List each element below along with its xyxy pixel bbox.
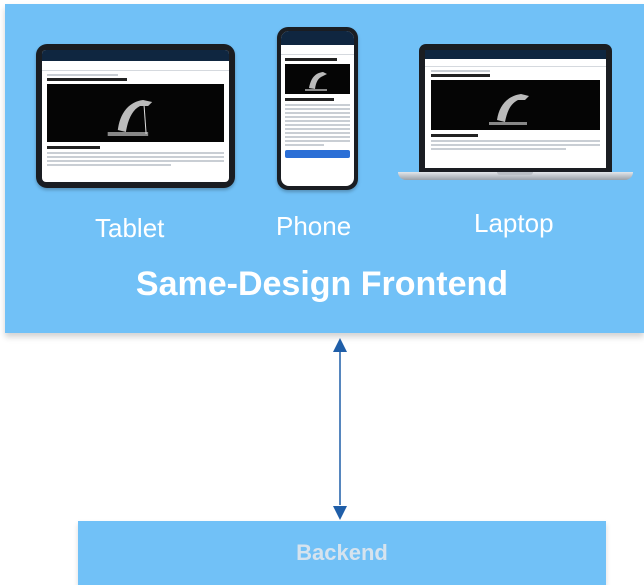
phone-label: Phone (276, 211, 352, 241)
laptop-notch (497, 172, 533, 175)
laptop-screen (425, 50, 606, 168)
phone-cta-button (285, 150, 350, 158)
phone-hero-image (285, 64, 350, 94)
tablet-screen (42, 50, 229, 182)
laptop-label: Laptop (474, 208, 554, 238)
backend-label: Backend (296, 540, 388, 565)
arrowhead-up (333, 338, 347, 352)
frontend-title: Same-Design Frontend (135, 265, 509, 303)
laptop-base (398, 172, 633, 180)
phone-device (277, 27, 358, 190)
tablet-label: Tablet (95, 213, 165, 243)
laptop-device (419, 44, 612, 172)
laptop-hero-image (431, 80, 600, 130)
phone-screen (281, 31, 354, 186)
backend-box: Backend (78, 521, 606, 585)
tablet-hero-image (47, 84, 224, 142)
arrowhead-down (333, 506, 347, 520)
tablet-device (36, 44, 235, 188)
